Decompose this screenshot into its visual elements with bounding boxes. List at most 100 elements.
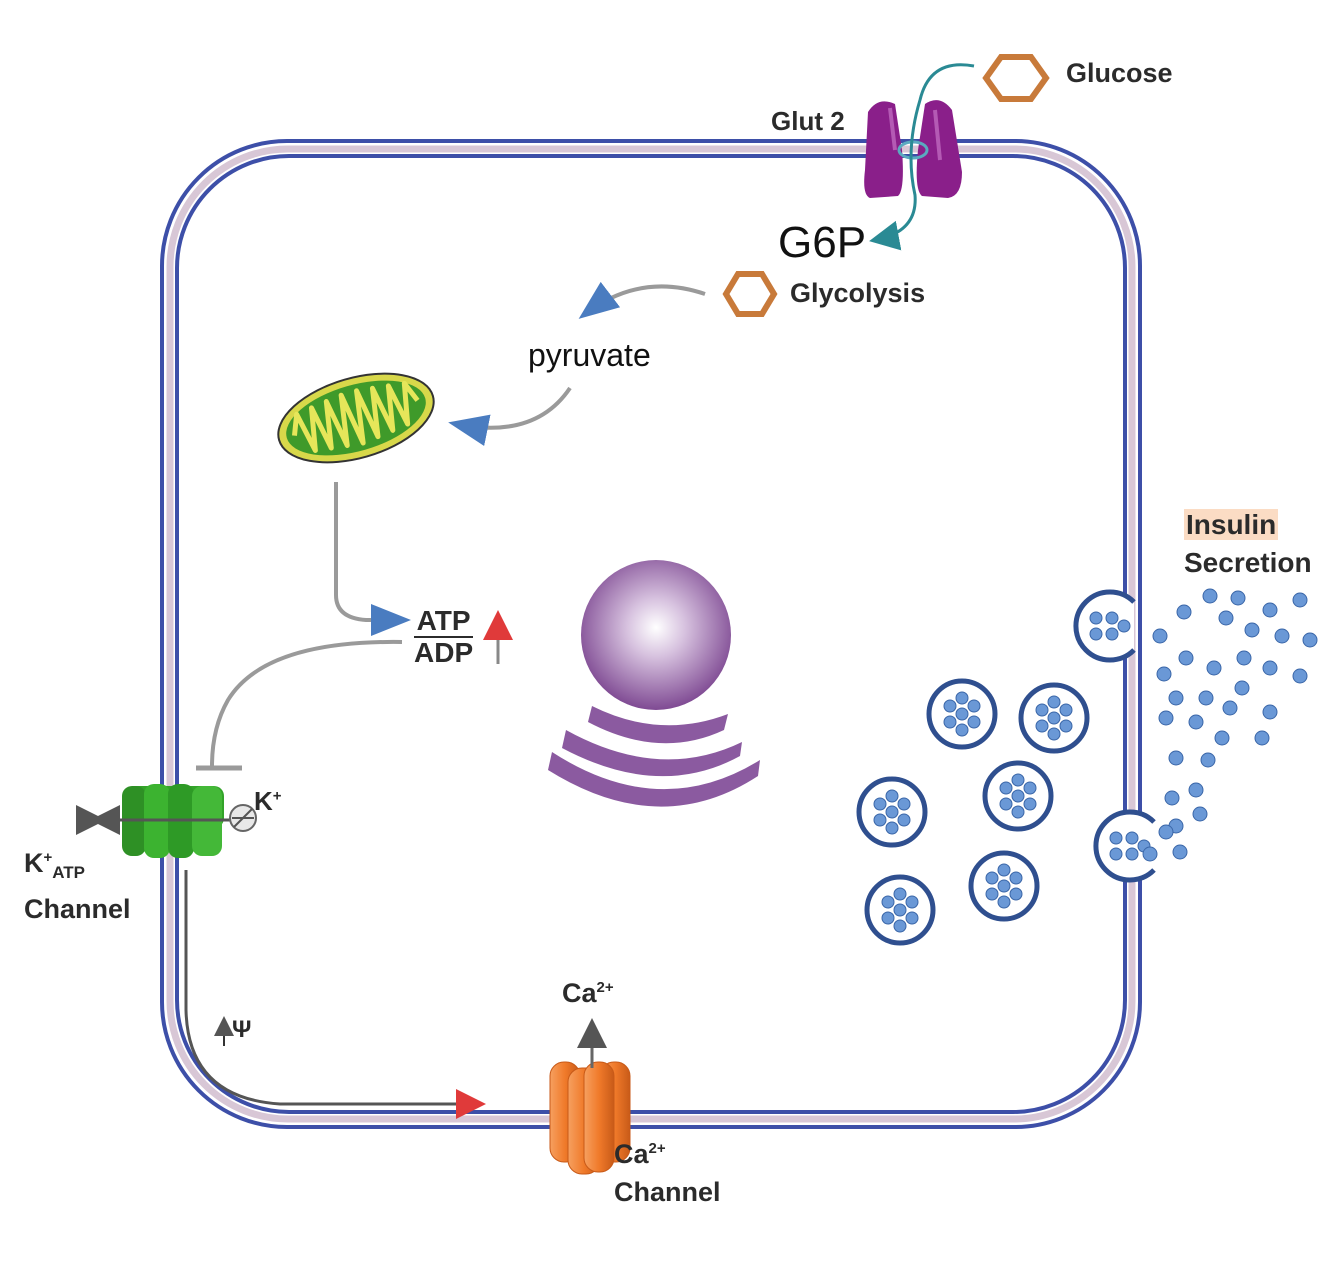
calcium-influx-label: Ca2+ [562, 978, 614, 1009]
insulin-granule [905, 895, 919, 909]
insulin-granule [885, 821, 899, 835]
insulin-granule [1230, 590, 1246, 606]
insulin-granule [1254, 730, 1270, 746]
insulin-granule [1218, 610, 1234, 626]
glucose-molecule-icon [982, 54, 1050, 102]
insulin-granule [985, 887, 999, 901]
insulin-granule [1047, 727, 1061, 741]
insulin-granule [1009, 871, 1023, 885]
insulin-granule [1222, 700, 1238, 716]
katp-sub: ATP [52, 863, 86, 882]
insulin-granule [881, 895, 895, 909]
insulin-granule [1164, 790, 1180, 806]
insulin-granule [955, 691, 969, 705]
atp-label: ATP [414, 606, 474, 638]
adp-label: ADP [414, 637, 474, 668]
ca-channel-sup: 2+ [648, 1140, 666, 1157]
insulin-vesicles [856, 589, 1156, 946]
insulin-granule [1047, 711, 1061, 725]
ca-channel-ca: Ca [614, 1139, 649, 1169]
insulin-secretion-label: Insulin Secretion [1184, 506, 1312, 582]
depolarization-arrow [184, 870, 486, 1119]
ca-channel-text: Channel [614, 1177, 721, 1207]
insulin-granule [1176, 604, 1192, 620]
insulin-granule [1158, 824, 1174, 840]
insulin-granule [1125, 847, 1139, 861]
insulin-granule [967, 715, 981, 729]
insulin-granule [1142, 846, 1158, 862]
secreted-insulin [1142, 588, 1318, 862]
katp-inhibition-line [210, 639, 403, 767]
insulin-granule [881, 911, 895, 925]
insulin-granule [873, 813, 887, 827]
insulin-granule [1011, 773, 1025, 787]
calcium-channel-label: Ca2+ Channel [614, 1130, 721, 1211]
g6p-label: G6P [778, 218, 867, 267]
insulin-granule [885, 789, 899, 803]
katp-plus: + [43, 849, 53, 866]
insulin-granule [1172, 844, 1188, 860]
katp-channel-text: Channel [24, 894, 131, 924]
insulin-granule [905, 911, 919, 925]
k-text: K [254, 786, 273, 816]
fusing-vesicle [1093, 809, 1156, 883]
insulin-granule [897, 797, 911, 811]
insulin-granule [1214, 730, 1230, 746]
insulin-granule [1234, 680, 1250, 696]
insulin-granule [1202, 588, 1218, 604]
insulin-granule [1292, 592, 1308, 608]
insulin-granule [1105, 627, 1119, 641]
insulin-granule [955, 707, 969, 721]
pyruvate-arrow [448, 386, 572, 447]
insulin-granule [1152, 628, 1168, 644]
insulin-granule [1109, 847, 1123, 861]
insulin-granule [1292, 668, 1308, 684]
atp-production-arrow [334, 482, 411, 636]
mitochondrion [277, 372, 435, 464]
insulin-granule [1236, 650, 1252, 666]
insulin-granule [1059, 719, 1073, 733]
insulin-granule [997, 879, 1011, 893]
insulin-granule [997, 895, 1011, 909]
pyruvate-label: pyruvate [528, 337, 651, 373]
insulin-granule [1262, 704, 1278, 720]
glucose-transport-arrow [869, 63, 975, 251]
ca-text: Ca [562, 978, 597, 1008]
atp-adp-ratio: ATP ADP [414, 606, 474, 668]
insulin-granule [1009, 887, 1023, 901]
insulin-granule [943, 715, 957, 729]
insulin-granule [1089, 611, 1103, 625]
insulin-granule [1125, 831, 1139, 845]
insulin-granule [1262, 602, 1278, 618]
insulin-granule [999, 797, 1013, 811]
glycolysis-arrow [578, 281, 706, 319]
insulin-label: Insulin [1184, 509, 1279, 540]
insulin-granule [1023, 797, 1037, 811]
secretion-label: Secretion [1184, 547, 1312, 578]
insulin-granule [1244, 622, 1260, 638]
insulin-granule [1105, 611, 1119, 625]
insulin-granule [1200, 752, 1216, 768]
membrane-potential-label: Ψ [232, 1016, 252, 1043]
insulin-granule [1192, 806, 1208, 822]
insulin-granule [1035, 703, 1049, 717]
insulin-granule [873, 797, 887, 811]
glycolysis-label: Glycolysis [790, 278, 926, 308]
insulin-granule [1047, 695, 1061, 709]
katp-channel-label: K+ATP Channel [24, 840, 131, 927]
insulin-granule [1109, 831, 1123, 845]
calcium-channel [549, 1018, 631, 1175]
glucose-label: Glucose [1066, 58, 1173, 88]
insulin-granule [1168, 750, 1184, 766]
insulin-granule [1206, 660, 1222, 676]
insulin-granule [1117, 619, 1131, 633]
insulin-granule [1274, 628, 1290, 644]
insulin-granule [1156, 666, 1172, 682]
insulin-granule [1178, 650, 1194, 666]
insulin-granule [893, 887, 907, 901]
insulin-granule [999, 781, 1013, 795]
insulin-granule [893, 919, 907, 933]
insulin-granule [1168, 690, 1184, 706]
insulin-granule [885, 805, 899, 819]
